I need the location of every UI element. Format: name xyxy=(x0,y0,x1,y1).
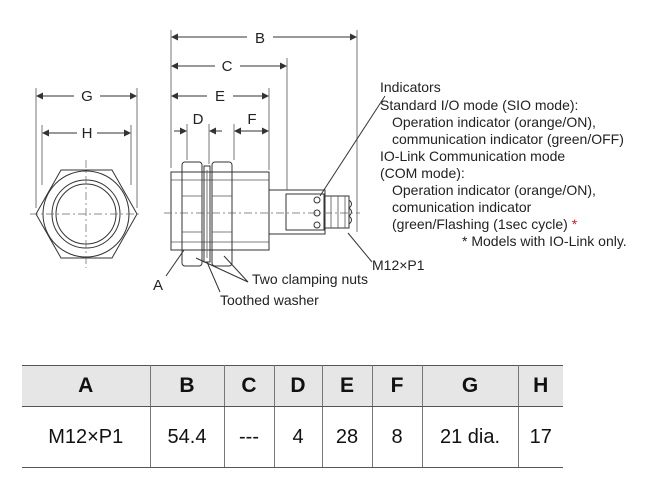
note-line-9-text: (green/Flashing (1sec cycle) xyxy=(392,216,568,232)
dimensions-table: A B C D E F G H M12×P1 54.4 --- 4 28 8 2… xyxy=(22,365,563,468)
label-f: F xyxy=(247,111,256,128)
note-line-8: comunication indicator xyxy=(392,199,532,215)
dimension-d: D xyxy=(174,111,222,164)
header-a: A xyxy=(22,365,151,407)
note-line-1: Indicators xyxy=(380,79,441,95)
cell-h: 17 xyxy=(518,406,563,468)
label-a: A xyxy=(153,277,163,294)
footnote-mark: * xyxy=(572,216,578,232)
indicator-leader xyxy=(319,95,386,197)
label-d: D xyxy=(193,111,204,128)
header-d: D xyxy=(274,365,323,407)
label-b: B xyxy=(255,30,265,47)
cell-g: 21 dia. xyxy=(422,406,519,468)
dimension-drawing: G H xyxy=(30,30,627,308)
cell-e: 28 xyxy=(322,406,373,468)
note-line-3: Operation indicator (orange/ON), xyxy=(392,114,596,130)
label-g: G xyxy=(81,88,93,105)
thread-leader xyxy=(347,232,373,263)
label-e: E xyxy=(215,88,225,105)
note-line-5: IO-Link Communication mode xyxy=(380,148,565,164)
front-view xyxy=(30,160,142,268)
note-line-4: communication indicator (green/OFF) xyxy=(392,131,624,147)
cell-d: 4 xyxy=(274,406,323,468)
dimension-g: G xyxy=(35,88,138,208)
side-view xyxy=(164,161,360,267)
footnote: * Models with IO-Link only. xyxy=(462,233,627,249)
dimension-e: E xyxy=(171,88,270,170)
header-h: H xyxy=(518,365,563,407)
nuts-leader-1 xyxy=(223,255,249,283)
header-b: B xyxy=(150,365,225,407)
dimension-h: H xyxy=(41,125,132,185)
table-row: M12×P1 54.4 --- 4 28 8 21 dia. 17 xyxy=(22,406,563,468)
cell-a: M12×P1 xyxy=(22,406,151,468)
header-e: E xyxy=(322,365,373,407)
washer-leader xyxy=(206,261,221,293)
label-c: C xyxy=(222,58,233,75)
header-c: C xyxy=(224,365,275,407)
table-header-row: A B C D E F G H xyxy=(22,365,563,407)
thread-label: M12×P1 xyxy=(372,257,425,273)
dimension-f: F xyxy=(233,111,269,160)
note-line-6: (COM mode): xyxy=(380,165,465,181)
indicator-notes: Indicators Standard I/O mode (SIO mode):… xyxy=(380,79,627,249)
nuts-leader-2 xyxy=(195,257,249,283)
header-f: F xyxy=(372,365,423,407)
note-line-7: Operation indicator (orange/ON), xyxy=(392,182,596,198)
note-line-9: (green/Flashing (1sec cycle) * xyxy=(392,216,578,232)
washer-label: Toothed washer xyxy=(220,292,319,308)
a-leader xyxy=(165,249,185,277)
dimension-b: B xyxy=(170,30,358,232)
cell-b: 54.4 xyxy=(150,406,225,468)
cell-f: 8 xyxy=(372,406,423,468)
nuts-label: Two clamping nuts xyxy=(252,271,368,287)
dimension-c: C xyxy=(171,58,288,190)
cell-c: --- xyxy=(224,406,275,468)
note-line-2: Standard I/O mode (SIO mode): xyxy=(380,97,578,113)
label-h: H xyxy=(82,125,93,142)
header-g: G xyxy=(422,365,519,407)
